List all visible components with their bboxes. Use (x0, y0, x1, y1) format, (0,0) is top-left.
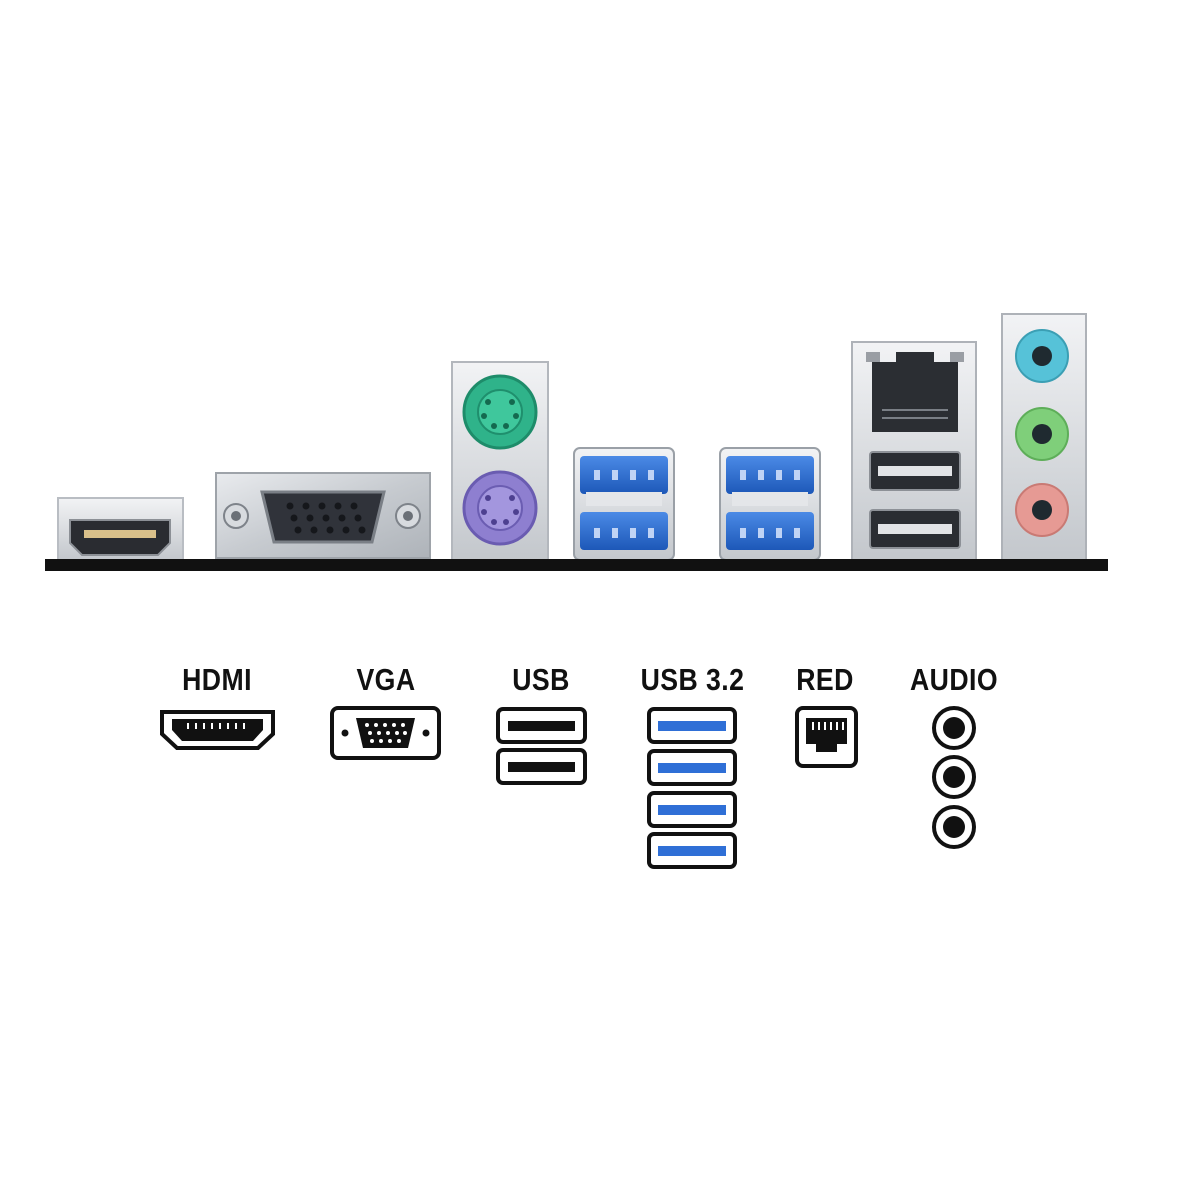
usb3-stack-2 (719, 447, 821, 561)
label-vga: VGA (356, 662, 416, 697)
ps2-ports (451, 361, 549, 561)
label-usb: USB (512, 662, 570, 697)
vga-port (215, 472, 431, 559)
label-hdmi: HDMI (182, 662, 252, 697)
label-audio: AUDIO (909, 662, 999, 697)
audio-jacks (1001, 313, 1087, 561)
ethernet-usb-stack (851, 341, 977, 561)
usb3-stack-1 (573, 447, 675, 561)
hdmi-port (57, 497, 184, 561)
label-red: RED (796, 662, 854, 697)
label-usb32: USB 3.2 (640, 662, 745, 697)
io-baseline (45, 559, 1108, 571)
